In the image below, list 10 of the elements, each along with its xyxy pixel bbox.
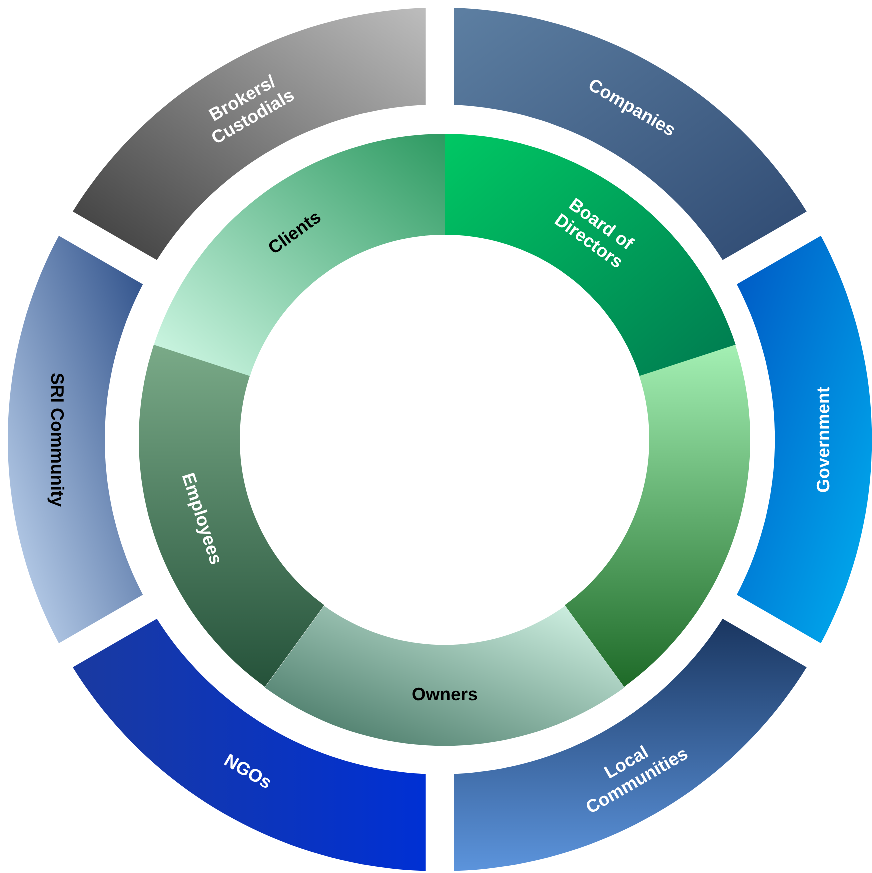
ring-segment xyxy=(265,606,625,746)
ring-segment xyxy=(73,8,426,260)
segment-label: Owners xyxy=(410,684,479,706)
segment-label: Government xyxy=(813,386,834,495)
ring-segment xyxy=(445,134,736,377)
ring-segment xyxy=(736,236,872,644)
ring-segment xyxy=(565,345,751,688)
ring-segment xyxy=(139,345,324,688)
segment-label: SRI Community xyxy=(46,372,67,509)
ring-segment xyxy=(8,236,144,644)
